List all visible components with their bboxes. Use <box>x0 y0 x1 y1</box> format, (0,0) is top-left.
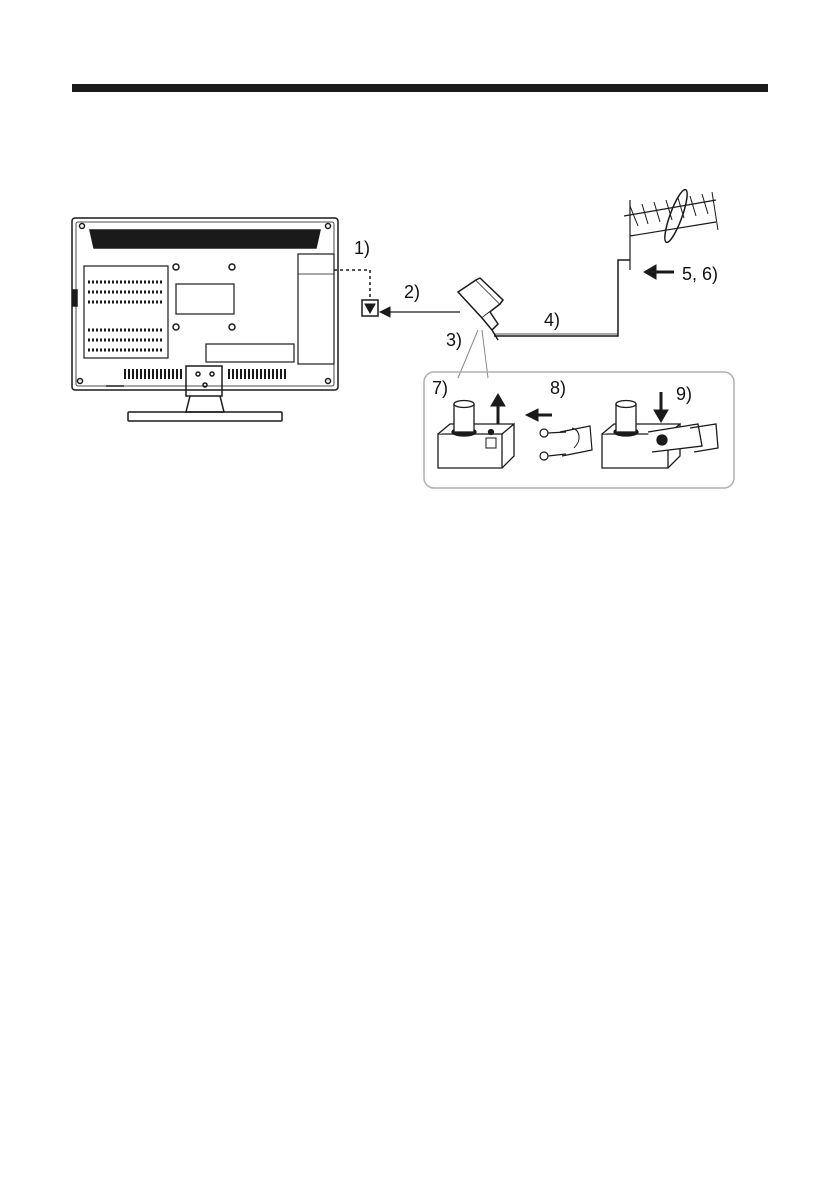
step-label-7: 7) <box>432 378 448 398</box>
step-label-5-6: 5, 6) <box>682 264 718 284</box>
step-label-2: 2) <box>404 282 420 302</box>
step-label-9: 9) <box>676 384 692 404</box>
step-label-4: 4) <box>544 310 560 330</box>
step-label-8: 8) <box>550 378 566 398</box>
tv-back-panel-icon <box>72 218 338 421</box>
step-label-3: 3) <box>446 330 462 350</box>
arrow-left-icon <box>380 307 460 317</box>
arrow-down-icon <box>654 392 668 422</box>
antenna-cable <box>494 260 630 336</box>
cable-end-icon <box>540 426 592 460</box>
plug-base-icon <box>438 401 514 469</box>
arrow-up-icon <box>491 394 505 424</box>
detail-leader-lines <box>458 330 488 378</box>
antenna-input-lead <box>334 270 378 316</box>
antenna-icon <box>624 188 718 270</box>
arrow-left-icon <box>526 409 552 421</box>
coax-plug-icon <box>458 278 503 340</box>
arrow-left-icon <box>644 265 674 279</box>
antenna-connection-diagram: 1) 2) 3) 4) 5, 6) 7) 8) 9) <box>0 0 839 520</box>
step-label-1: 1) <box>354 238 370 258</box>
